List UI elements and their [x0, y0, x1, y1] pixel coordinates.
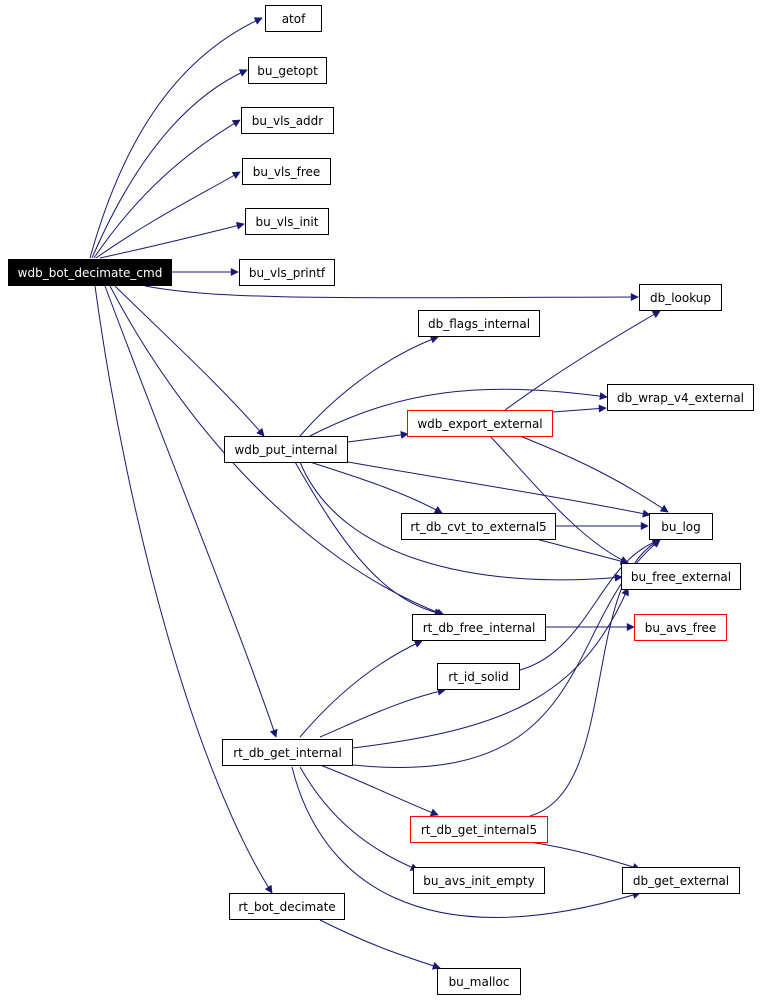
edge-get-bu_avs_init_empty — [299, 766, 419, 871]
node-rt-db-cvt-to-external5[interactable]: rt_db_cvt_to_external5 — [401, 513, 556, 540]
node-rt-bot-decimate[interactable]: rt_bot_decimate — [229, 893, 345, 920]
node-atof[interactable]: atof — [265, 5, 322, 32]
edge-get5-db_get_external — [529, 841, 641, 871]
edge-put-wdb_export_external — [347, 430, 409, 443]
edge-cvt-bu_free_external — [535, 538, 629, 566]
edge-decimate-bu_malloc — [319, 919, 441, 970]
node-db-get-external[interactable]: db_get_external — [622, 867, 740, 894]
node-rt-db-free-internal[interactable]: rt_db_free_internal — [412, 614, 546, 641]
edge-cmd-bu_vls_init — [99, 221, 245, 259]
edge-idsolid-bu_log — [519, 538, 661, 671]
edge-get-bu_log — [352, 539, 661, 768]
node-bu-free-external[interactable]: bu_free_external — [621, 563, 741, 590]
edge-export-db_wrap_v4_external — [552, 404, 607, 413]
node-bu-vls-free[interactable]: bu_vls_free — [242, 158, 331, 185]
edge-cmd-bu_vls_addr — [93, 119, 241, 259]
edge-get-rt_id_solid — [319, 687, 446, 738]
edge-cmd-rt_db_get_internal — [104, 285, 278, 738]
edge-export-bu_free_external — [489, 435, 629, 564]
edge-get-rt_db_get_internal5 — [319, 764, 439, 817]
node-bu-getopt[interactable]: bu_getopt — [248, 57, 327, 84]
node-wdb-put-internal[interactable]: wdb_put_internal — [224, 436, 348, 463]
node-wdb-bot-decimate-cmd[interactable]: wdb_bot_decimate_cmd — [8, 259, 172, 286]
edge-cmd-wdb_put_internal — [114, 285, 265, 437]
node-bu-malloc[interactable]: bu_malloc — [437, 968, 521, 995]
edge-get-bu_free_external — [352, 587, 629, 749]
edge-cmd-rt_bot_decimate — [94, 285, 273, 894]
edge-cmd-db_lookup — [144, 285, 639, 302]
edge-get-rt_db_free_internal — [299, 640, 423, 738]
edge-put-rt_db_cvt_to_external5 — [309, 461, 443, 514]
edge-put-bu_free_external — [299, 461, 623, 582]
node-db-lookup[interactable]: db_lookup — [639, 284, 722, 311]
node-rt-id-solid[interactable]: rt_id_solid — [437, 663, 520, 690]
edge-put-db_wrap_v4_external — [309, 388, 608, 437]
node-bu-vls-init[interactable]: bu_vls_init — [245, 208, 329, 235]
edge-export-db_lookup — [504, 310, 661, 411]
node-rt-db-get-internal[interactable]: rt_db_get_internal — [222, 739, 353, 766]
edge-put-db_flags_internal — [299, 335, 439, 437]
edge-put-rt_db_free_internal — [294, 461, 443, 617]
node-db-wrap-v4-external[interactable]: db_wrap_v4_external — [607, 384, 754, 411]
node-bu-vls-printf[interactable]: bu_vls_printf — [239, 259, 335, 286]
edge-export-bu_log — [519, 435, 669, 513]
edge-cmd-rt_db_free_internal — [109, 285, 445, 617]
node-rt-db-get-internal5[interactable]: rt_db_get_internal5 — [410, 816, 548, 843]
node-bu-avs-free[interactable]: bu_avs_free — [634, 614, 727, 641]
node-bu-avs-init-empty[interactable]: bu_avs_init_empty — [413, 867, 545, 894]
node-db-flags-internal[interactable]: db_flags_internal — [418, 310, 540, 337]
edge-put-bu_log — [347, 461, 651, 518]
edge-cmd-atof — [89, 17, 263, 259]
node-wdb-export-external[interactable]: wdb_export_external — [407, 410, 553, 437]
node-bu-vls-addr[interactable]: bu_vls_addr — [241, 107, 334, 134]
edge-cmd-bu_vls_free — [95, 171, 241, 259]
edge-cmd-bu_getopt — [91, 69, 248, 259]
node-bu-log[interactable]: bu_log — [649, 513, 713, 540]
edge-get-db_get_external — [291, 766, 641, 918]
